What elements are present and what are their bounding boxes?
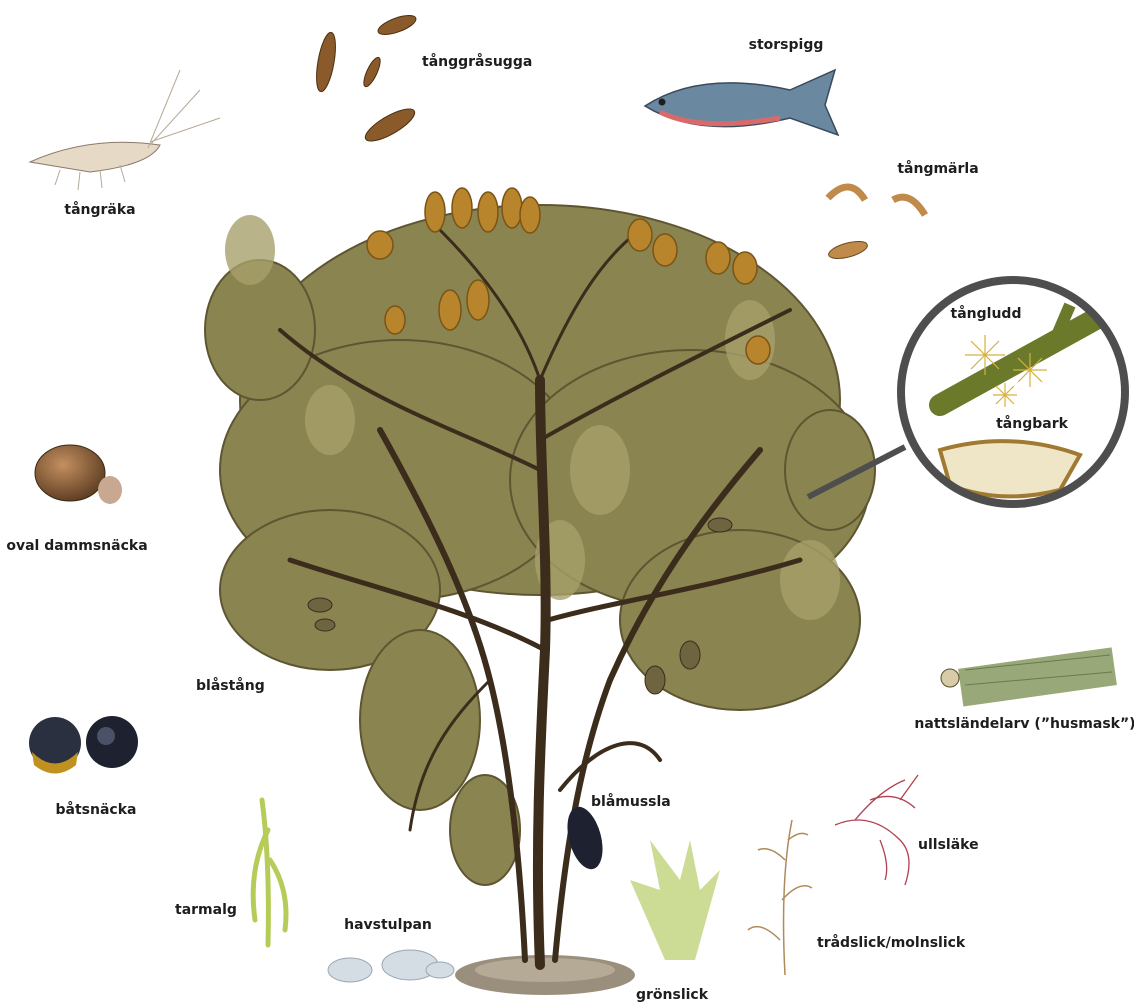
barnacles-drawing (328, 950, 454, 982)
red-algae-drawing (835, 775, 918, 885)
label-gronslick: grönslick (636, 987, 708, 1004)
bladderwrack-plant (205, 188, 875, 995)
label-storspigg: storspigg (749, 37, 824, 54)
label-batsnacka: båtsnäcka (56, 802, 137, 819)
label-blamussla: blåmussla (591, 794, 671, 811)
label-tangludd: tångludd (951, 306, 1022, 323)
label-havstulpan: havstulpan (344, 917, 432, 934)
brown-filament-algae-drawing (748, 820, 812, 975)
nerite-snails-drawing (29, 716, 138, 774)
label-oval-dammsnacka: oval dammsnäcka (6, 538, 147, 555)
stickleback-drawing (645, 70, 838, 135)
pond-snail-drawing (35, 445, 122, 504)
label-tangmarla: tångmärla (897, 161, 978, 178)
isopod-drawing (313, 12, 419, 147)
label-tangbark: tångbark (996, 416, 1068, 433)
label-tradslick-molnslick: trådslick/molnslick (817, 935, 965, 952)
label-blastang: blåstång (196, 678, 265, 695)
caddisfly-larva-drawing (941, 647, 1117, 706)
prawn-drawing (30, 70, 220, 190)
green-slick-drawing (630, 840, 720, 960)
label-nattslandelarv: nattsländelarv (”husmask”) (914, 716, 1134, 733)
label-tangraka: tångräka (64, 202, 135, 219)
label-tarmalg: tarmalg (175, 902, 237, 919)
label-ullslake: ullsläke (918, 837, 979, 854)
label-tanggrasugga: tånggråsugga (422, 54, 532, 71)
amphipod-drawing (827, 187, 925, 262)
gutweed-drawing (253, 800, 286, 945)
